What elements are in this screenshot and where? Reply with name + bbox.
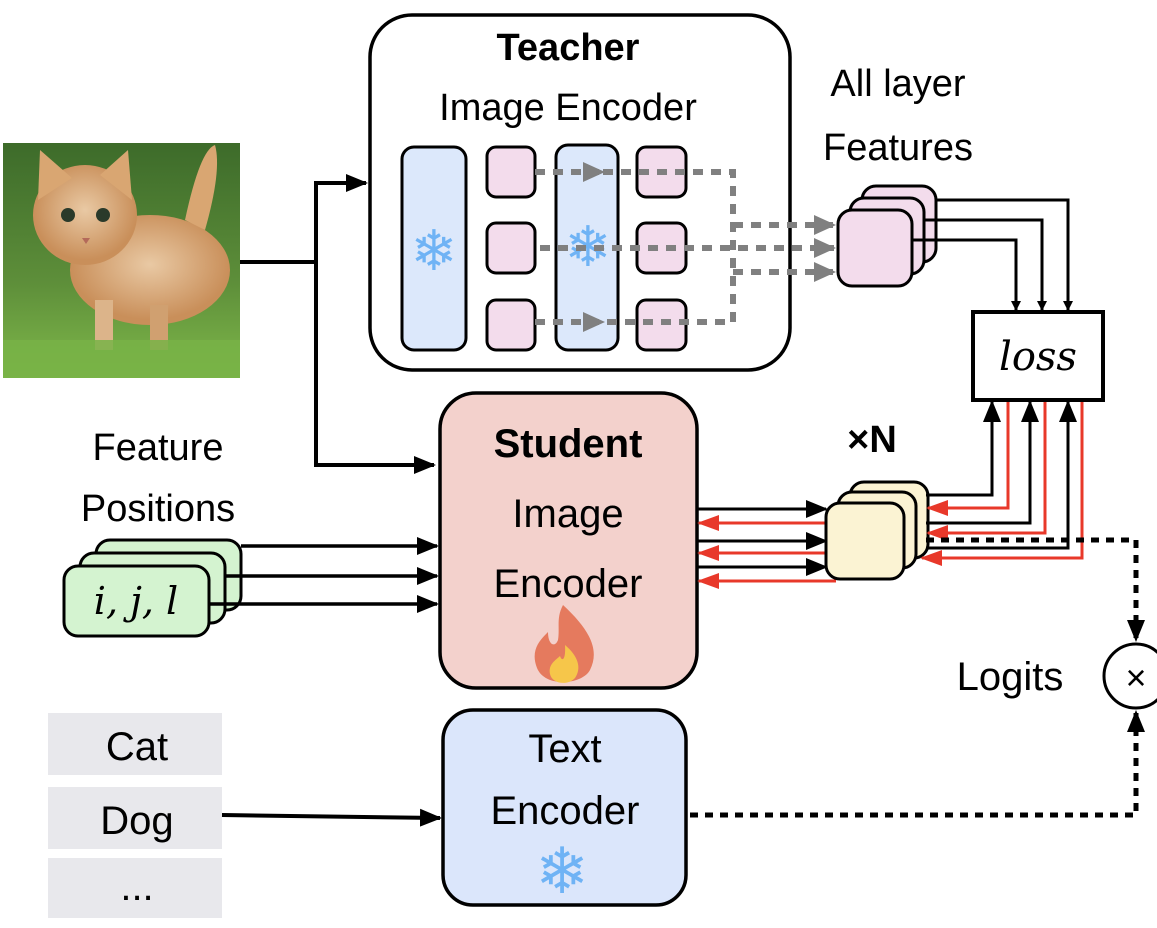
loss-box: loss <box>971 310 1105 402</box>
positions-to-student-arrows <box>209 537 439 613</box>
teacher-features-stack <box>836 184 938 288</box>
image-to-encoders-arrows <box>240 174 436 474</box>
student-title: Student <box>494 422 643 466</box>
text-encoder-line1: Text <box>528 727 601 771</box>
class-label: Dog <box>100 799 173 843</box>
features-to-loss-arrows <box>912 198 1073 311</box>
feature-positions-line1: Feature <box>93 427 224 469</box>
snowflake-icon: ❄ <box>411 219 458 282</box>
loss-label: loss <box>999 334 1077 380</box>
heads-to-logits-arrow <box>926 537 1145 642</box>
multiply-symbol: × <box>1125 657 1146 698</box>
class-label: ... <box>120 865 153 909</box>
features-label-line2: Features <box>823 127 973 169</box>
features-label-line1: All layer <box>830 63 965 105</box>
teacher-title: Teacher <box>497 27 640 69</box>
snowflake-icon: ❄ <box>535 835 589 907</box>
input-cat-image <box>3 143 240 378</box>
heads-loss-arrows <box>920 400 1084 566</box>
student-heads-stack <box>824 480 930 581</box>
class-labels: Cat Dog ... <box>48 713 222 918</box>
student-line3: Encoder <box>494 562 643 606</box>
text-encoder: Text Encoder ❄ <box>441 708 688 907</box>
teacher-block-1 <box>400 145 468 352</box>
text-encoder-line2: Encoder <box>491 789 640 833</box>
text-to-logits-arrow <box>690 710 1145 818</box>
student-image-encoder: Student Image Encoder <box>438 391 699 690</box>
student-head-arrows <box>697 500 836 589</box>
student-line2: Image <box>512 492 623 536</box>
feature-positions-card-text: i, j, l <box>94 579 178 623</box>
teacher-subtitle: Image Encoder <box>439 87 697 129</box>
multiply-node: × <box>1102 642 1157 710</box>
feature-positions-stack <box>62 538 243 638</box>
teacher-feature-flow <box>535 162 836 332</box>
logits-label: Logits <box>957 655 1064 699</box>
snowflake-icon: ❄ <box>565 215 612 278</box>
teacher-image-encoder: Teacher Image Encoder ❄ ❄ <box>368 13 836 372</box>
repeat-label: ×N <box>847 419 897 461</box>
flame-icon <box>534 605 594 683</box>
class-label: Cat <box>106 725 168 769</box>
feature-positions-line2: Positions <box>81 488 235 530</box>
labels-to-text-encoder-arrow <box>221 808 442 827</box>
